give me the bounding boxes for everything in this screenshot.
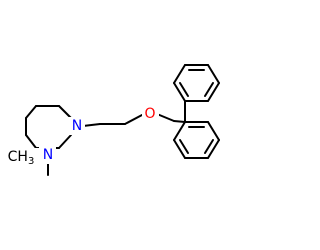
nitrogen-atom-left: N [39, 146, 56, 164]
nitrogen-label-right: N [72, 118, 82, 134]
piperazine-ring [25, 105, 72, 149]
molecule-diagram: O N N CH3 [5, 64, 220, 176]
phenyl-ring-bottom [173, 121, 220, 159]
nitrogen-label-left: N [43, 147, 53, 163]
phenyl-ring-top [173, 64, 220, 102]
ethylene-ether-chain [82, 113, 186, 127]
methyl-ch-label: CH [8, 149, 28, 165]
oxygen-atom: O [142, 105, 159, 123]
methyl-group: CH3 [5, 148, 41, 167]
methyl-label: CH3 [8, 149, 35, 167]
nitrogen-atom-right: N [68, 117, 85, 135]
oxygen-label: O [144, 106, 155, 122]
methyl-subscript-label: 3 [28, 156, 34, 167]
